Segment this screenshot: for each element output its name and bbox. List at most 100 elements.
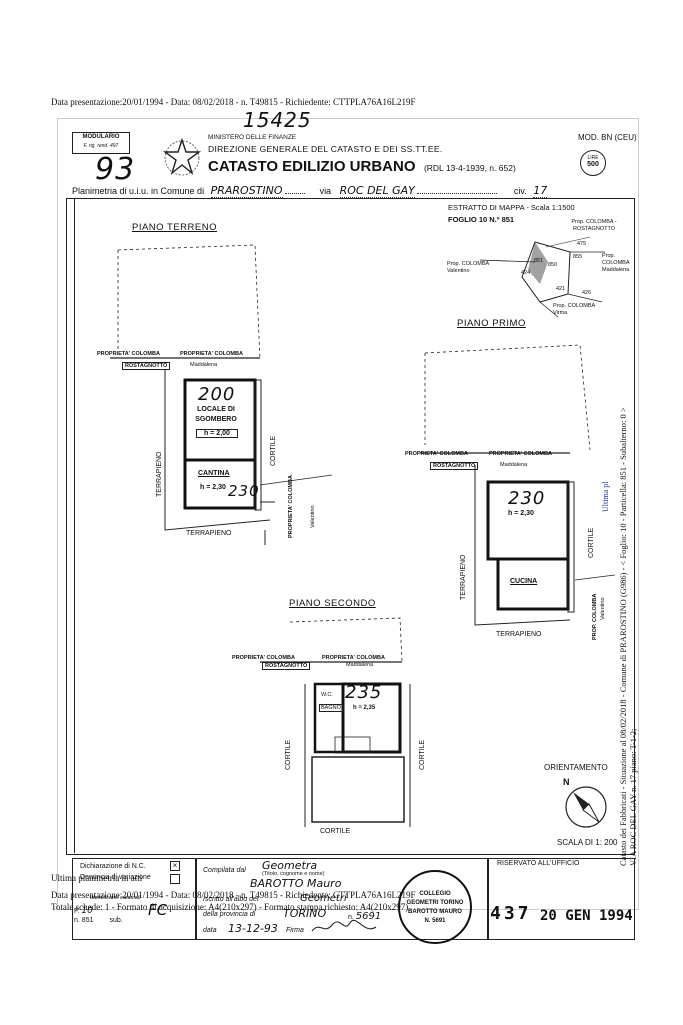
- modulario-box: MODULARIO F. rig. rend. 497: [72, 132, 130, 154]
- n-value: 851: [81, 917, 94, 924]
- pt-room1-name: LOCALE DI SGOMBERO: [195, 406, 237, 423]
- planimetria-line: Planimetria di u.i.u. in Comune di PRARO…: [72, 184, 632, 198]
- piano-terreno-title: PIANO TERRENO: [132, 222, 217, 233]
- estratto-prop1: Prop. COLOMBA - ROSTAGNOTTO: [571, 219, 617, 232]
- albo-n-value: 5691: [355, 911, 382, 922]
- sub-label: sub.: [109, 917, 123, 924]
- catasto-title: CATASTO EDILIZIO URBANO: [208, 158, 416, 175]
- pt-room2-h: h = 2,30: [200, 484, 226, 491]
- lire-stamp: LIRE 500: [580, 150, 606, 176]
- f-label-text: F.: [74, 908, 80, 915]
- pt-prop-rostagnotto: PROPRIETA' COLOMBA: [97, 351, 160, 357]
- estratto-prop4: Prop. COLOMBA Virma: [553, 303, 595, 316]
- torino-value: TORINO: [283, 907, 327, 920]
- piano-primo-plan: [420, 344, 615, 626]
- pt-valentino: Valentino: [310, 505, 316, 528]
- estratto-n475: 475: [577, 241, 587, 247]
- overlay-ultima: Ultima planimetria in atti: [51, 873, 143, 883]
- drawing-area: [66, 198, 635, 855]
- fc-hand: FC: [148, 901, 168, 919]
- ps-room-num: 235: [345, 682, 383, 703]
- modulario-label: MODULARIO: [82, 134, 120, 140]
- estratto-n426: 426: [582, 290, 592, 296]
- pp-terrapieno-bottom: TERRAPIENO: [496, 631, 542, 638]
- pt-maddalena: Maddalena: [190, 362, 218, 368]
- direction-label: DIREZIONE GENERALE DEL CATASTO E DEI SS.…: [208, 144, 443, 154]
- catasto-title-note: (RDL 13-4-1939, n. 652): [423, 163, 516, 173]
- protocollo-date: 20 GEN 1994: [540, 908, 633, 924]
- side-text-primary: Catasto dei Fabbricati - Situazione al 0…: [618, 407, 628, 866]
- f-label: F. 10: [74, 906, 93, 916]
- piano-secondo-title: PIANO SECONDO: [289, 598, 376, 609]
- scala-label: SCALA DI 1: 200: [557, 838, 618, 847]
- geometri-value: Geometri: [300, 893, 347, 904]
- civ-value: 17: [533, 184, 548, 198]
- comune-value: PRAROSTINO: [210, 184, 283, 198]
- estratto-foglio: FOGLIO 10 N.º 851: [448, 215, 515, 224]
- estratto-n421: 421: [556, 286, 566, 292]
- denuncia-label: Denuncia di variazione: [80, 874, 151, 881]
- pt-cortile: CORTILE: [270, 435, 277, 466]
- estratto-map: [479, 236, 605, 318]
- protocollo-number: 437: [490, 903, 532, 924]
- estratto-n424: 424: [521, 270, 531, 276]
- ps-wc: W.C.: [321, 692, 333, 698]
- piano-secondo-plan: [260, 617, 411, 827]
- identificativi-label: Identificativi catastali: [90, 895, 141, 901]
- estratto-prop2: Prop. COLOMBA Valentino: [447, 261, 489, 274]
- lire-value: 500: [587, 161, 599, 168]
- albo-line: n. 5691: [348, 911, 381, 922]
- compilata-label: Compilata dal: [203, 867, 246, 874]
- document-header-line: Data presentazione:20/01/1994 - Data: 08…: [51, 97, 416, 107]
- geometra-stamp: COLLEGIO GEOMETRI TORINO BAROTTO MAURO N…: [398, 870, 472, 944]
- form-title: CATASTO EDILIZIO URBANO (RDL 13-4-1939, …: [208, 158, 516, 176]
- via-label: via: [319, 186, 332, 196]
- side-text-stamp: Ultima pl: [601, 481, 610, 512]
- pp-terrapieno-left: TERRAPIENO: [460, 554, 467, 600]
- signature-scribble: [311, 919, 377, 932]
- ps-room-h: h = 2,35: [353, 705, 376, 711]
- denuncia-checkbox: [170, 874, 180, 884]
- compass-icon: [565, 786, 607, 828]
- ps-maddalena: Maddalena: [346, 662, 374, 668]
- civ-label: civ.: [513, 186, 527, 196]
- planimetria-prefix: Planimetria di u.i.u. in Comune di: [72, 186, 205, 196]
- pp-valentino: Valentino: [600, 597, 606, 620]
- pp-cortile: CORTILE: [588, 527, 595, 558]
- pp-prop-rostagnotto: PROPRIETA' COLOMBA: [405, 451, 468, 457]
- overlay-line3: Totale schede: 1 - Formato di acquisizio…: [51, 902, 409, 912]
- footer-right-box: [488, 858, 635, 940]
- estratto-prop3: Prop. COLOMBA Maddalena: [602, 253, 630, 273]
- modulario-sub: F. rig. rend. 497: [83, 143, 119, 149]
- pp-room-h: h = 2,30: [508, 510, 534, 517]
- drawing-left-strip: [66, 198, 75, 853]
- name-value: BAROTTO Mauro: [250, 877, 342, 890]
- document-frame: [57, 118, 639, 910]
- estratto-n850: 850: [548, 262, 558, 268]
- pt-room1-h: h = 2,00: [196, 429, 238, 438]
- pp-cucina: CUCINA: [510, 578, 538, 585]
- riservato-label: RISERVATO ALL'UFFICIO: [497, 860, 580, 867]
- dichiarazione-checkbox: ×: [170, 861, 180, 871]
- estratto-n851: 851: [534, 258, 544, 264]
- pt-terrapieno-bottom: TERRAPIENO: [186, 530, 232, 537]
- pt-room1-num: 200: [198, 384, 236, 405]
- pp-prop-maddalena: PROPRIETA' COLOMBA: [489, 451, 552, 457]
- via-value: ROC DEL GAY: [339, 184, 415, 198]
- estratto-n855: 855: [573, 254, 583, 260]
- ps-bagno: BAGNO: [319, 704, 343, 712]
- f-value: 10: [81, 906, 93, 916]
- ps-cortile-bottom: CORTILE: [320, 828, 351, 835]
- footer-mid-box: [196, 858, 488, 940]
- handwritten-code: 15425: [243, 108, 312, 132]
- pt-terrapieno-left: TERRAPIENO: [156, 451, 163, 497]
- overlay-line2: Data presentazione:20/01/1994 - Data: 08…: [51, 890, 416, 900]
- n-label: n.: [74, 917, 80, 924]
- ps-cortile-right: CORTILE: [419, 739, 426, 770]
- firma-label: Firma: [286, 927, 304, 934]
- ministry-label: MINISTERO DELLE FINANZE: [208, 134, 297, 141]
- pp-room-num: 230: [508, 488, 546, 509]
- orientamento-label: ORIENTAMENTO: [544, 763, 608, 772]
- side-text-secondary: VIA ROC DEL GAY n. 17 piano: T-1-2;: [628, 728, 638, 866]
- provincia-label: della provincia di: [203, 911, 256, 918]
